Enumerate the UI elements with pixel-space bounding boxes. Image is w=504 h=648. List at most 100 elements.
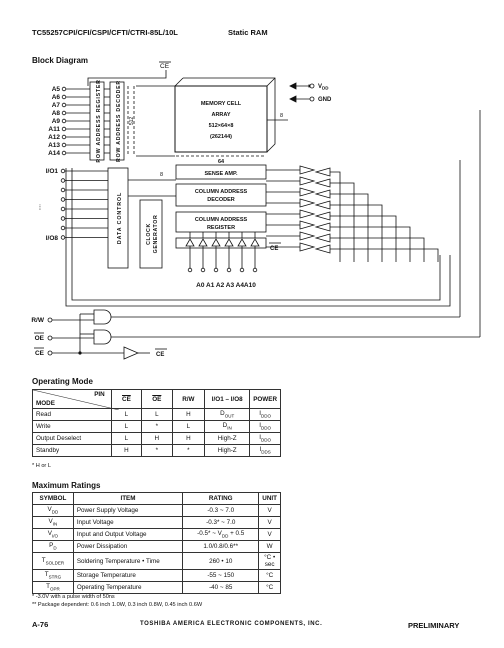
ce-input-label: CE: [35, 350, 45, 357]
mx-row: TSTRG Storage Temperature -55 ~ 150 °C: [32, 569, 281, 582]
input-buffer: [314, 178, 331, 188]
bus-512-label: 512: [129, 117, 135, 126]
mx-row: VI/O Input and Output Voltage -0.5* ~ VD…: [32, 528, 281, 541]
rw-label: R/W: [31, 317, 45, 324]
mx-symbol: VI/O: [32, 528, 74, 541]
column-pin: [187, 267, 193, 273]
column-decoder-line-2: DECODER: [207, 197, 235, 203]
page-number: A-76: [32, 620, 49, 629]
io-return-line: [330, 193, 369, 262]
op-oe: *: [141, 420, 173, 433]
mx-header-row: SYMBOL ITEM RATING UNIT: [32, 492, 281, 505]
io8-label: I/O8: [46, 235, 59, 242]
op-rw: H: [171, 432, 206, 445]
io-pin: [60, 225, 66, 231]
column-input-buffer: [198, 238, 208, 247]
output-buffer: [299, 220, 316, 230]
op-col-io: I/O1 – I/O8: [204, 389, 251, 409]
column-input-buffer: [250, 238, 260, 247]
address-pin-label: A13: [48, 142, 60, 149]
input-buffer: [314, 222, 331, 232]
column-address-decoder: [175, 183, 267, 207]
op-mode: Write: [32, 420, 112, 433]
part-number-header: TC55257CPI/CFI/CSPI/CFTI/CTRI-85L/10L: [32, 28, 178, 37]
address-pin: [61, 150, 67, 156]
column-address-register: [175, 211, 267, 233]
output-buffer: [299, 187, 316, 197]
memory-cell-array: [174, 85, 268, 153]
column-input-buffer: [211, 238, 221, 247]
op-row: Output Deselect L H H High-Z IDDO: [32, 432, 281, 445]
mx-rating: 1.0/0.8/0.6**: [182, 540, 260, 553]
op-power: IDDO: [249, 432, 281, 445]
address-pin: [61, 134, 67, 140]
corner-mode: MODE: [36, 400, 55, 407]
address-pin-label: A12: [48, 134, 60, 141]
op-col-oe: OE: [141, 389, 173, 409]
row-address-register-label: ROW ADDRESS REGISTER: [96, 79, 102, 162]
max-ratings-note-1: * -3.0V with a pulse width of 50ns: [32, 594, 115, 600]
column-pin: [239, 267, 245, 273]
address-pin-label: A6: [52, 94, 61, 101]
op-io: High-Z: [204, 432, 251, 445]
output-buffer: [299, 231, 316, 241]
bus-8-right-label: 8: [280, 113, 283, 119]
mx-rating: -40 ~ 85: [182, 581, 260, 594]
io-return-line: [330, 248, 439, 262]
op-io: DIN: [204, 420, 251, 433]
address-pin: [61, 118, 67, 124]
mx-col-rating: RATING: [182, 492, 260, 505]
column-pin: [213, 267, 219, 273]
ce-column-label: CE: [270, 246, 278, 252]
address-pin-label: A8: [52, 110, 61, 117]
sense-amp-label: SENSE AMP.: [204, 171, 237, 177]
mx-unit: °C: [258, 569, 281, 582]
address-pin-label: A5: [52, 86, 61, 93]
company-name: TOSHIBA AMERICA ELECTRONIC COMPONENTS, I…: [140, 621, 323, 627]
preliminary-label: PRELIMINARY: [408, 621, 460, 630]
corner-pin: PIN: [94, 391, 105, 398]
op-io: DOUT: [204, 408, 251, 421]
op-oe: *: [141, 444, 173, 457]
mx-item: Storage Temperature: [72, 569, 184, 582]
gnd-label: GND: [318, 97, 332, 103]
input-buffer: [314, 200, 331, 210]
vdd-label: VDD: [318, 84, 329, 91]
input-buffer: [314, 211, 331, 221]
io-return-line: [330, 215, 397, 262]
mx-unit: °C • sec: [258, 552, 281, 570]
op-ce: L: [110, 432, 143, 445]
row-address-decoder-label: ROW ADDRESS DECODER: [116, 80, 122, 162]
io-pin: [60, 178, 66, 183]
io-pin: [60, 197, 66, 202]
address-pin: [61, 102, 67, 108]
mx-col-symbol: SYMBOL: [32, 492, 74, 505]
operating-mode-table: PIN MODE CE OE R/W I/O1 – I/O8 POWER Rea…: [32, 389, 281, 457]
op-ce: L: [110, 408, 143, 421]
clock-generator-label-2: GENERATOR: [153, 215, 159, 254]
io-return-line: [330, 182, 355, 262]
mx-rating: -55 ~ 150: [182, 569, 260, 582]
max-ratings-table: SYMBOL ITEM RATING UNIT VDD Power Supply…: [32, 492, 281, 594]
address-pin: [61, 86, 67, 92]
input-buffer: [314, 233, 331, 243]
mx-symbol: TSTRG: [32, 569, 74, 582]
mx-item: Power Dissipation: [72, 540, 184, 553]
io-return-line: [330, 171, 341, 262]
mx-symbol: TOPR: [32, 581, 74, 594]
mx-unit: V: [258, 516, 281, 529]
output-buffer: [299, 242, 316, 252]
operating-mode-heading: Operating Mode: [32, 377, 93, 386]
column-register-line-2: REGISTER: [207, 225, 235, 231]
column-register-line-1: COLUMN ADDRESS: [195, 217, 248, 223]
op-row: Standby H * * High-Z IDDS: [32, 444, 281, 457]
data-control-label: DATA CONTROL: [117, 192, 123, 244]
and-gate-read: [93, 329, 112, 345]
mx-symbol: VDD: [32, 504, 74, 517]
mx-item: Operating Temperature: [72, 581, 184, 594]
mx-row: TOPR Operating Temperature -40 ~ 85 °C: [32, 581, 281, 594]
mx-symbol: PD: [32, 540, 74, 553]
output-buffer: [299, 176, 316, 186]
memory-cell-line-2: ARRAY: [211, 112, 230, 118]
corner-diagonal: [33, 390, 119, 410]
